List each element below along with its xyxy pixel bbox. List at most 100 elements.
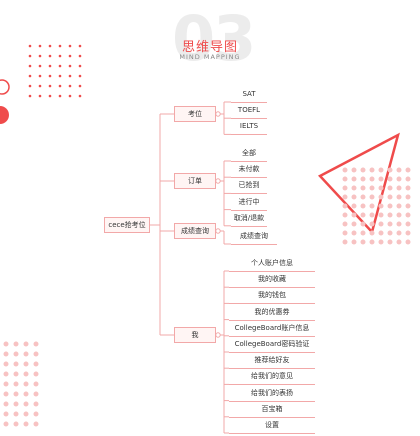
decorative-dot: [369, 194, 375, 200]
decorative-dot: [351, 230, 357, 236]
decorative-dot: [78, 94, 82, 98]
decorative-dot: [13, 341, 19, 347]
decorative-dot: [28, 54, 32, 58]
decorative-dot: [360, 167, 366, 173]
decorative-dot: [396, 167, 402, 173]
decorative-dot: [369, 230, 375, 236]
decorative-dot: [33, 351, 39, 357]
decorative-dot: [48, 74, 52, 78]
decorative-dot: [58, 54, 62, 58]
decorative-dot: [48, 44, 52, 48]
decorative-dot: [58, 64, 62, 68]
decorative-dot: [3, 341, 9, 347]
decorative-dot: [38, 64, 42, 68]
decorative-dot: [378, 194, 384, 200]
decorative-dot: [396, 203, 402, 209]
decorative-dot: [387, 176, 393, 182]
decorative-dot: [405, 194, 411, 200]
leaf-node: 成绩查询: [231, 228, 277, 245]
decorative-dot: [33, 381, 39, 387]
decorative-dot: [360, 212, 366, 218]
decorative-dot: [58, 94, 62, 98]
connector-dot: [215, 178, 221, 184]
decorative-dot: [28, 44, 32, 48]
decorative-dot: [351, 212, 357, 218]
decorative-dot: [360, 203, 366, 209]
decorative-dot: [396, 194, 402, 200]
leaf-node: 给我们的意见: [229, 368, 315, 386]
section-number: 03: [172, 2, 256, 75]
decorative-dot: [351, 221, 357, 227]
connector-dot: [215, 228, 221, 234]
decorative-dot: [369, 185, 375, 191]
decorative-dot: [38, 84, 42, 88]
decorative-dot: [351, 194, 357, 200]
decorative-dot: [369, 167, 375, 173]
branch-node: 订单: [174, 173, 216, 189]
decorative-dot: [378, 185, 384, 191]
leaf-node: 取消/退款: [231, 210, 267, 227]
decorative-dot: [351, 185, 357, 191]
decorative-dot: [33, 411, 39, 417]
decorative-dot: [23, 411, 29, 417]
leaf-node: TOEFL: [231, 102, 267, 120]
decorative-dot: [369, 212, 375, 218]
decorative-dot: [3, 411, 9, 417]
branch-node: 成绩查询: [174, 223, 216, 239]
leaf-node: 推荐给好友: [229, 352, 315, 370]
decorative-dot: [405, 203, 411, 209]
page-subtitle: MIND MAPPING: [179, 53, 241, 61]
decorative-dot: [13, 411, 19, 417]
decorative-dot: [360, 230, 366, 236]
decorative-dot: [48, 84, 52, 88]
decorative-dot: [342, 167, 348, 173]
leaf-node: CollegeBoard密码验证: [229, 336, 315, 353]
connector-dot: [215, 111, 221, 117]
decorative-dot: [369, 221, 375, 227]
decorative-dot: [351, 167, 357, 173]
decorative-dot: [351, 203, 357, 209]
decorative-dot: [378, 176, 384, 182]
decorative-dot: [38, 44, 42, 48]
decorative-dot: [396, 230, 402, 236]
decorative-dot: [369, 203, 375, 209]
decorative-dot: [3, 351, 9, 357]
decorative-dot: [387, 212, 393, 218]
decorative-dot: [68, 74, 72, 78]
decorative-dot: [405, 221, 411, 227]
decorative-dot: [23, 351, 29, 357]
decorative-dot: [78, 44, 82, 48]
decorative-dot: [396, 212, 402, 218]
decorative-dot: [3, 371, 9, 377]
branch-node: 考位: [174, 106, 216, 122]
decorative-dot: [396, 185, 402, 191]
decorative-dot: [23, 371, 29, 377]
leaf-node: 全部: [231, 145, 267, 162]
decorative-dot: [23, 341, 29, 347]
leaf-node: 个人账户信息: [229, 255, 315, 272]
decorative-dot: [396, 221, 402, 227]
decorative-dot: [23, 421, 29, 427]
decorative-dot: [387, 185, 393, 191]
decorative-dot: [378, 230, 384, 236]
decorative-dot: [405, 239, 411, 245]
decorative-dot: [78, 84, 82, 88]
leaf-node: 已抢到: [231, 177, 267, 195]
decorative-dot: [48, 94, 52, 98]
decorative-dot: [13, 361, 19, 367]
decorative-dot: [13, 421, 19, 427]
decorative-dot: [78, 74, 82, 78]
decorative-dot: [68, 44, 72, 48]
decorative-dot: [342, 185, 348, 191]
decorative-dot: [351, 176, 357, 182]
decorative-dot: [13, 381, 19, 387]
decorative-dot: [342, 239, 348, 245]
leaf-node: SAT: [231, 86, 267, 103]
leaf-node: 我的收藏: [229, 271, 315, 289]
decorative-dot: [396, 239, 402, 245]
decorative-dot: [13, 351, 19, 357]
decorative-dot: [342, 230, 348, 236]
decorative-dot: [78, 54, 82, 58]
decorative-dot: [33, 391, 39, 397]
decorative-dot: [33, 371, 39, 377]
